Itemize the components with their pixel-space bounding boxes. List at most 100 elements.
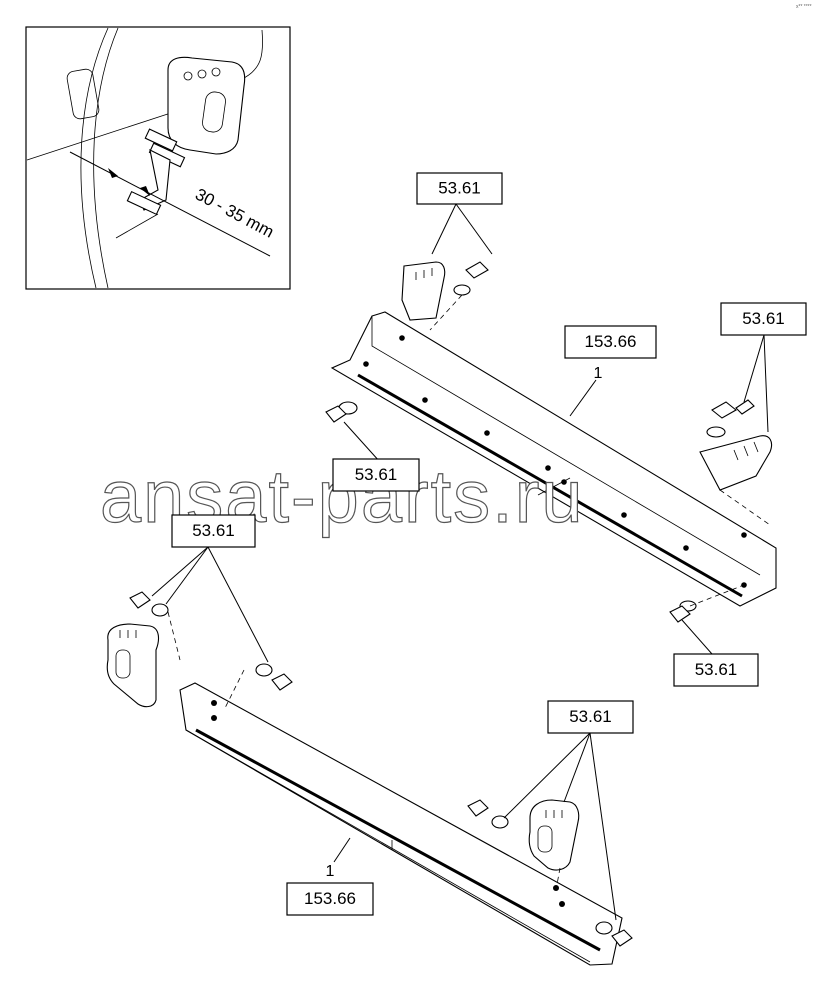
detail-bracket-plate xyxy=(167,56,246,155)
callout-box-lower xyxy=(286,882,374,916)
dimension-arrow xyxy=(108,168,118,178)
bolt-shank xyxy=(735,399,755,415)
hole xyxy=(363,361,369,367)
leader-line xyxy=(569,379,597,417)
assembly-path xyxy=(223,669,245,711)
lower-right-bracket xyxy=(528,799,580,871)
leader-line xyxy=(431,203,457,255)
item-number-upper: 1 xyxy=(594,365,603,382)
leader-line xyxy=(763,334,769,433)
bolt-head xyxy=(711,401,737,419)
washer xyxy=(595,921,613,935)
leader-line xyxy=(151,546,209,597)
upper-bar-assembly xyxy=(325,261,777,623)
washer xyxy=(151,603,169,617)
hole xyxy=(211,715,217,721)
bracket-slots xyxy=(119,630,137,638)
upper-right-bracket xyxy=(699,435,773,491)
item-number-lower: 1 xyxy=(326,863,335,880)
bracket-hole xyxy=(211,67,221,77)
callout-53-61-right: 53.61 xyxy=(742,309,785,328)
callout-box-top xyxy=(416,172,503,205)
nut xyxy=(325,405,347,423)
assembly-path xyxy=(689,584,745,607)
upper-bar xyxy=(330,311,777,607)
hole xyxy=(399,335,405,341)
lower-bar-assembly xyxy=(106,591,633,966)
washer xyxy=(491,815,509,829)
washer xyxy=(255,663,273,677)
leader-line xyxy=(681,619,713,655)
detail-nut xyxy=(144,128,178,152)
hole xyxy=(484,430,490,436)
detail-strap xyxy=(139,149,171,211)
leader-line xyxy=(455,203,493,255)
bolt-head xyxy=(465,261,489,279)
assembly-path xyxy=(719,489,771,526)
bolt-head xyxy=(129,591,151,609)
leader-line xyxy=(165,546,209,605)
nut xyxy=(669,605,691,623)
hole xyxy=(741,532,747,538)
upper-bar-edge xyxy=(371,316,761,576)
bracket-slot xyxy=(115,649,131,679)
callout-53-61-top: 53.61 xyxy=(438,178,481,197)
upper-left-bracket xyxy=(401,261,446,321)
hole xyxy=(683,545,689,551)
callout-53-61-lower-right: 53.61 xyxy=(695,660,738,679)
bracket-slots xyxy=(545,810,563,818)
leader-line xyxy=(589,732,617,921)
washer xyxy=(706,426,726,438)
hole xyxy=(559,901,565,907)
callout-153-66-lower: 153.66 xyxy=(304,889,356,908)
panel-slot xyxy=(66,68,100,120)
leader-line xyxy=(333,837,351,863)
callout-box-lower-right xyxy=(673,653,759,687)
callout-box-right xyxy=(720,302,807,336)
detail-rod xyxy=(115,213,159,239)
bracket-hole xyxy=(197,69,207,79)
lower-bar-lip xyxy=(195,728,601,952)
hole xyxy=(561,479,567,485)
assembly-path xyxy=(555,867,561,891)
bracket-hole xyxy=(183,71,193,81)
callout-53-61-mid: 53.61 xyxy=(355,465,398,484)
tank-outline-inner xyxy=(93,27,119,289)
callout-53-61-left: 53.61 xyxy=(192,521,235,540)
callout-box-mid xyxy=(332,458,420,492)
hole xyxy=(422,397,428,403)
leader-line xyxy=(743,334,765,403)
upper-bar-lip xyxy=(357,373,743,598)
leader-line xyxy=(207,546,269,663)
callout-153-66-upper: 153.66 xyxy=(585,332,637,351)
assembly-path xyxy=(167,611,181,661)
leader-line xyxy=(343,421,381,463)
hole xyxy=(545,465,551,471)
detail-inset: 30 - 35 mm xyxy=(25,26,291,290)
corner-mark: x** **** xyxy=(796,4,812,10)
bracket-slot xyxy=(202,91,226,133)
washer xyxy=(453,284,471,296)
callout-box-upper xyxy=(564,325,657,359)
tank-outline-outer xyxy=(80,27,109,289)
lower-bar-edge xyxy=(185,729,591,963)
bracket-slots xyxy=(733,441,759,461)
bracket-slots xyxy=(415,268,433,280)
hole xyxy=(211,700,217,706)
dimension-line xyxy=(69,151,271,257)
dimension-arrow xyxy=(140,186,150,196)
callout-box-left xyxy=(171,514,256,548)
bolt-head xyxy=(467,799,489,817)
detail-nut xyxy=(126,190,162,216)
hole xyxy=(621,512,627,518)
bracket-slot xyxy=(537,825,553,853)
callout-box-bottom xyxy=(547,700,634,734)
nut xyxy=(611,929,633,947)
assembly-path xyxy=(429,294,463,331)
callout-53-61-bottom: 53.61 xyxy=(569,707,612,726)
nut xyxy=(271,673,293,691)
lower-left-bracket xyxy=(106,623,160,708)
leader-line xyxy=(503,732,591,819)
leader-line xyxy=(563,732,591,803)
